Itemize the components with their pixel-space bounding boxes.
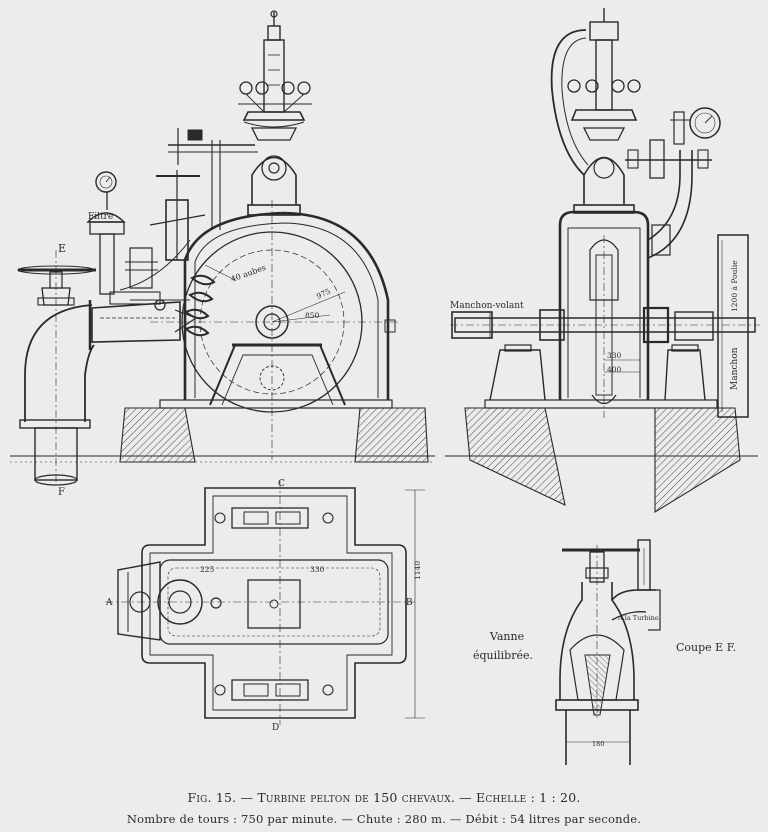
plan-view	[105, 480, 425, 725]
point-D-label: D	[272, 723, 279, 733]
figure-caption: Fig. 15. — Turbine pelton de 150 chevaux…	[0, 790, 768, 805]
coupe-label: Coupe E F.	[676, 641, 736, 654]
manchon-volant-label: Manchon-volant	[450, 301, 524, 311]
dim-330-plan: 330	[310, 565, 325, 574]
point-B-label: B	[406, 598, 413, 608]
point-F-label: F	[58, 487, 65, 498]
dim-1140: 1140	[413, 561, 422, 580]
point-A-label: A	[105, 598, 113, 608]
dim-180: 180	[592, 740, 604, 748]
pulley-note: 1200 à Poulie	[730, 260, 739, 312]
filter-label: Filtre	[88, 212, 113, 222]
dim-400: 400	[607, 365, 622, 374]
figure-title: — Turbine pelton de 150 chevaux. — Echel…	[240, 790, 581, 805]
point-E-label: E	[58, 242, 66, 255]
figure-number: Fig. 15.	[187, 790, 237, 805]
valve-section-view	[555, 539, 661, 765]
dim-330: 330	[607, 351, 622, 360]
manchon-label: Manchon	[730, 347, 740, 390]
vanne-label-line2: équilibrée.	[473, 649, 533, 662]
dim-225: 225	[200, 565, 215, 574]
vanne-label-line1: Vanne	[489, 630, 524, 643]
front-elevation-view	[10, 10, 435, 486]
side-elevation-view	[445, 8, 760, 513]
figure-specs: Nombre de tours : 750 par minute. — Chut…	[126, 812, 642, 826]
dim-850: 850	[305, 311, 320, 320]
to-turbine-label: A la Turbine	[617, 614, 659, 622]
buckets-count-label: 40 aubes	[230, 263, 267, 284]
point-C-label: C	[278, 479, 285, 489]
